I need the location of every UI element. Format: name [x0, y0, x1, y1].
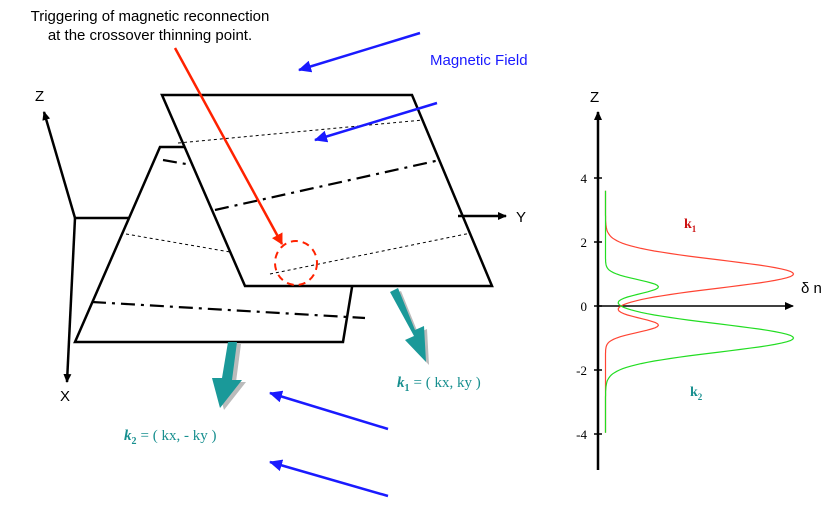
curve-k2	[604, 190, 795, 433]
k1-expression: = ( kx, ky )	[414, 375, 481, 391]
profile-tick-label: -4	[576, 427, 587, 442]
field-arrow-4	[269, 459, 389, 498]
field-arrow-1	[298, 31, 421, 73]
upper-current-sheet	[160, 93, 507, 288]
axis-z-label: Z	[35, 88, 44, 105]
profile-tick-label: 0	[581, 299, 588, 314]
axis-x-label: X	[60, 388, 70, 405]
axes-3d: Z X	[35, 88, 130, 405]
density-profile-plot: Z δ n 420-2-4 k1 k2	[576, 89, 822, 470]
curve-k2-label: k2	[690, 385, 703, 402]
profile-tick-label: 4	[581, 171, 588, 186]
profile-tick-label: -2	[576, 363, 587, 378]
annotation-line-1: Triggering of magnetic reconnection	[31, 8, 270, 25]
curve-k1-subscript: 1	[692, 224, 697, 234]
k2-subscript: 2	[132, 436, 137, 447]
crossover-point-circle	[274, 240, 318, 286]
profile-n-label: δ n	[801, 280, 822, 297]
k1-symbol: k	[397, 375, 405, 391]
magnetic-field-arrows	[269, 31, 438, 498]
k1-vector-label: k1 = ( kx, ky )	[397, 375, 481, 394]
annotation-line-2: at the crossover thinning point.	[48, 27, 252, 44]
curve-k2-subscript: 2	[698, 392, 703, 402]
x-axis-arrow	[63, 217, 77, 383]
profile-ticks: 4 2 0 -2 -4	[576, 171, 602, 442]
magnetic-field-label: Magnetic Field	[430, 52, 528, 69]
k2-vector-label: k2 = ( kx, - ky )	[124, 428, 216, 447]
curve-k1-symbol: k	[684, 217, 692, 232]
k1-subscript: 1	[405, 383, 410, 394]
profile-z-label: Z	[590, 89, 599, 106]
wave-vector-k1-arrow	[390, 288, 429, 365]
k2-expression: = ( kx, - ky )	[141, 428, 217, 444]
profile-tick-label: 2	[581, 235, 588, 250]
field-arrow-2	[314, 101, 438, 143]
z-axis-arrow	[42, 111, 77, 219]
curve-k2-symbol: k	[690, 385, 698, 400]
axis-y-label: Y	[516, 209, 526, 226]
k2-symbol: k	[124, 428, 132, 444]
wave-vector-k2-arrow	[212, 342, 246, 410]
field-arrow-3	[269, 390, 389, 431]
annotation-arrow	[173, 47, 284, 245]
curve-k1-label: k1	[684, 217, 697, 234]
